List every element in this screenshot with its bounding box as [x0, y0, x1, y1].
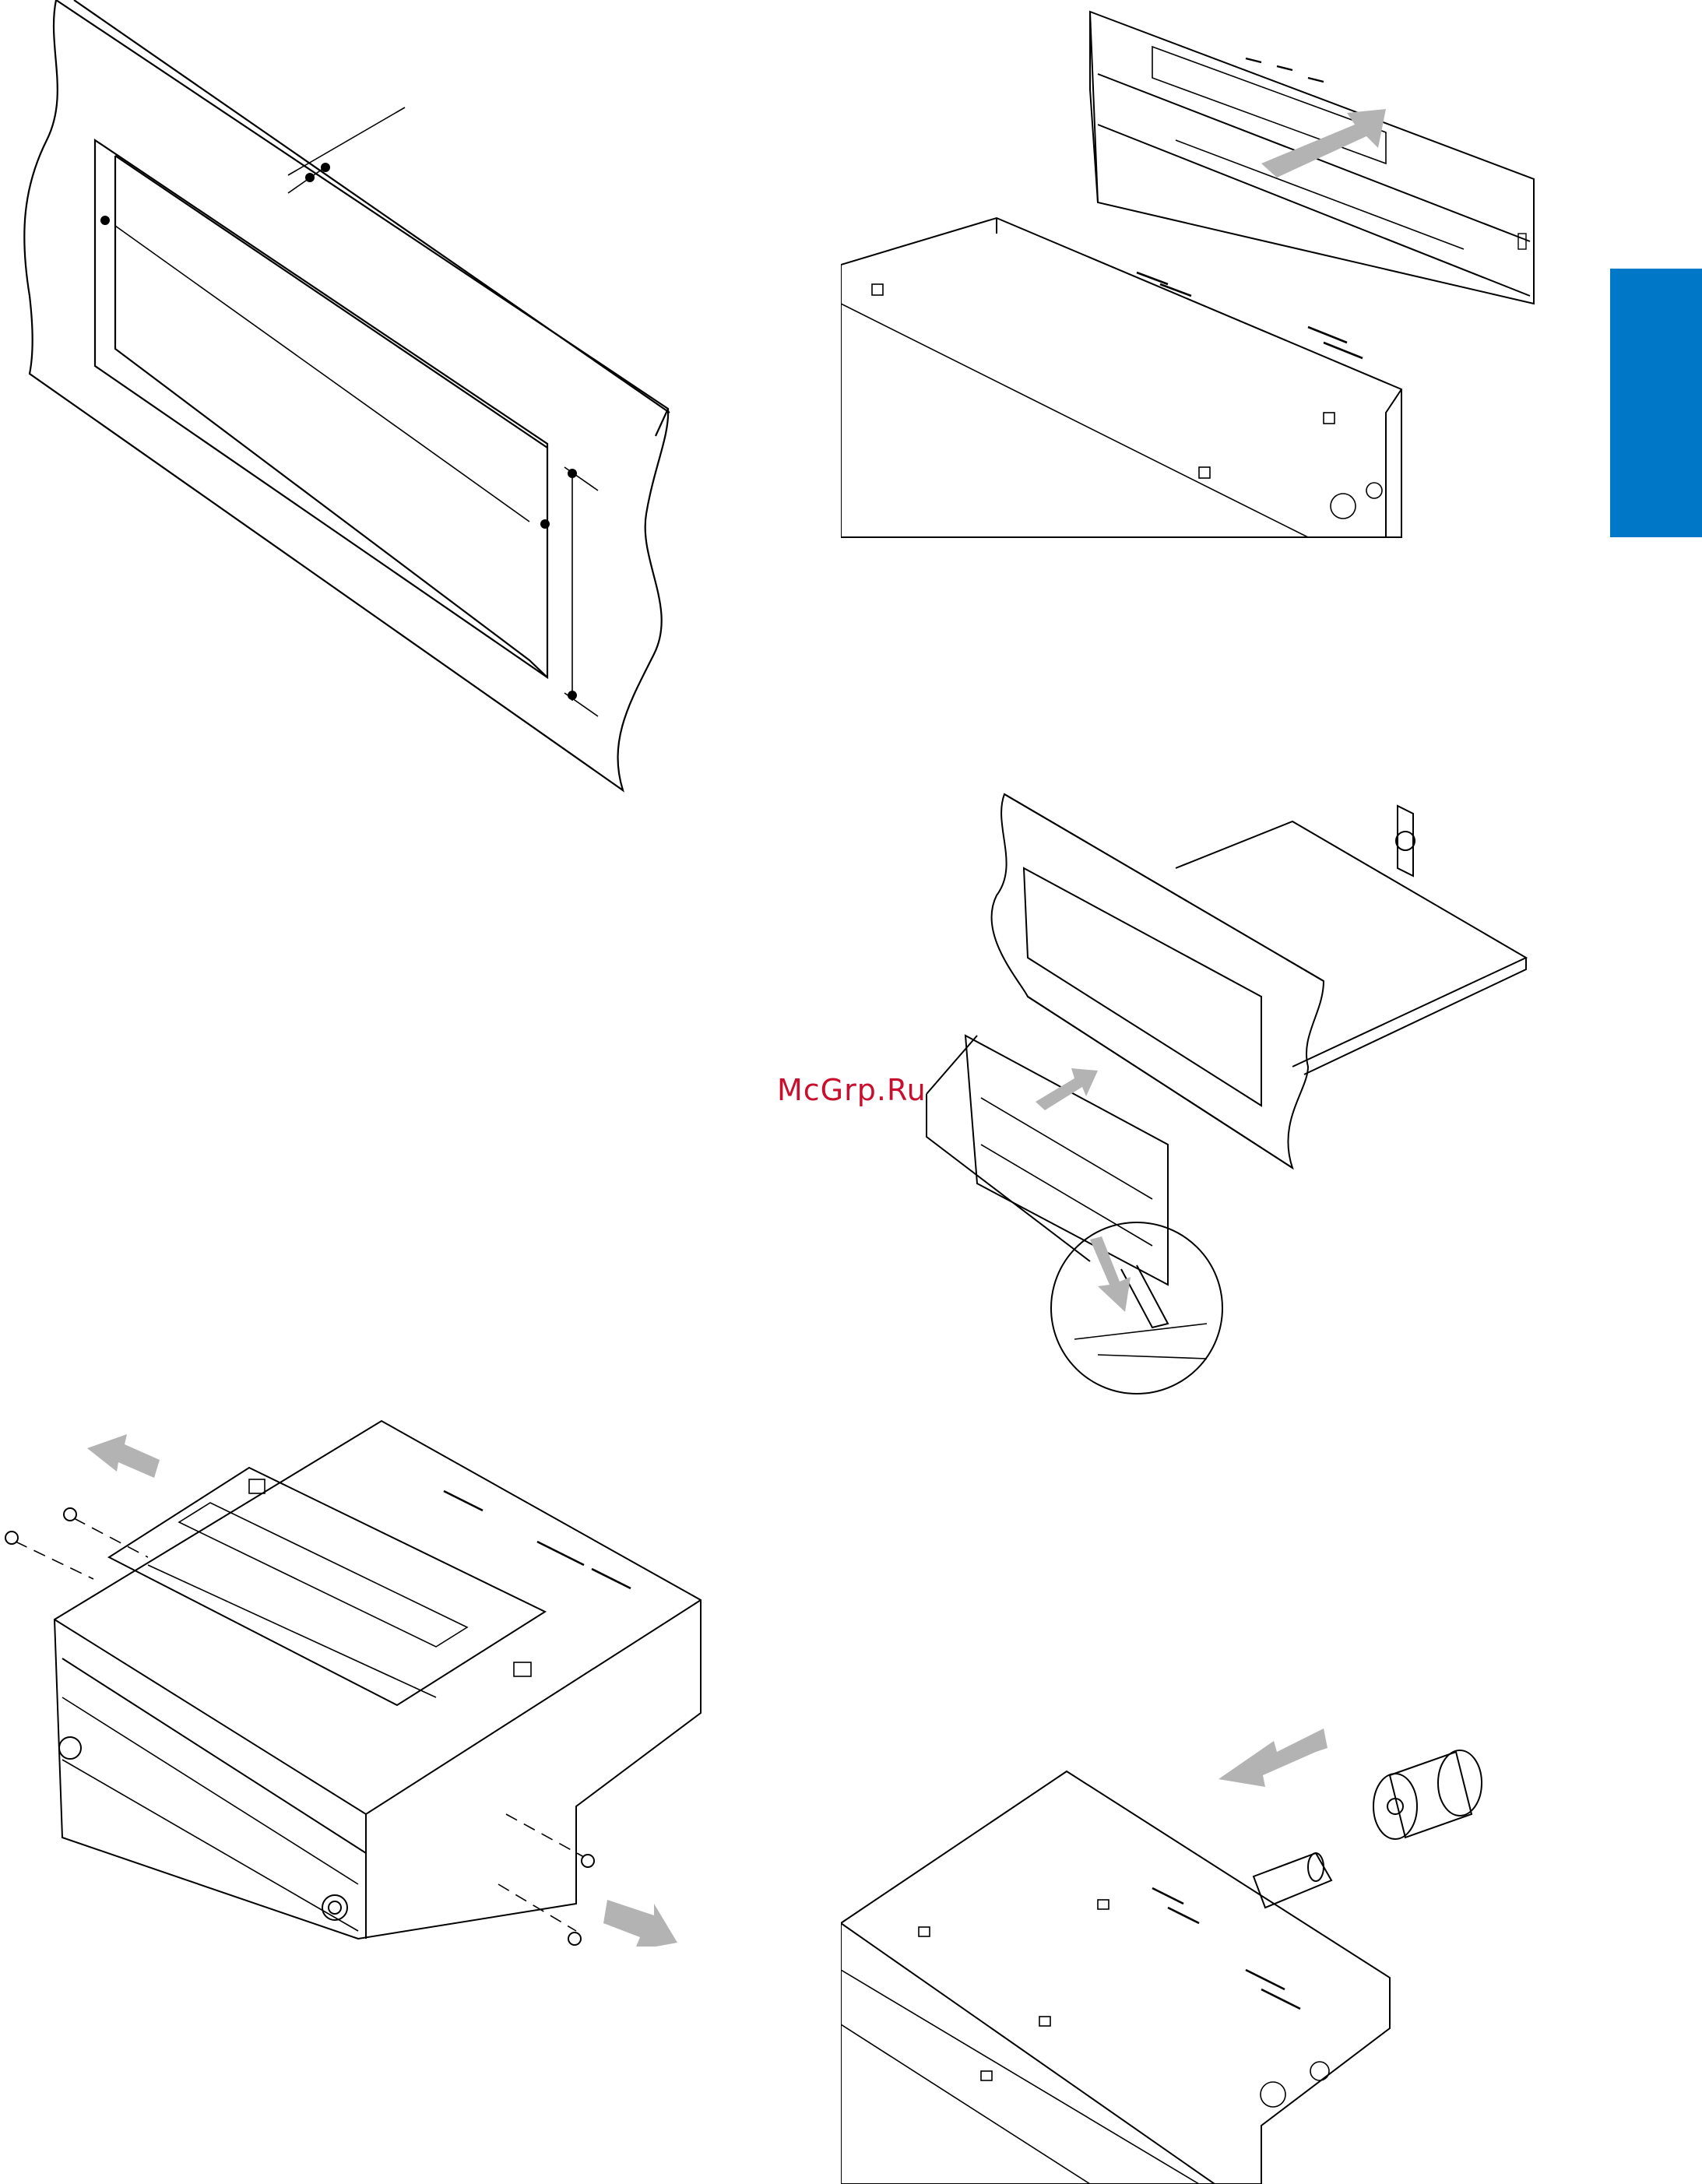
sleeve-into-dash-diagram-icon: [841, 779, 1542, 1433]
unit-screws-diagram-icon: [0, 1401, 716, 1947]
rear-bushing-diagram-icon: [841, 1721, 1542, 2184]
dashboard-opening-figure: [0, 0, 701, 810]
mounting-sleeve-slide-diagram-icon: [841, 0, 1557, 545]
section-tab: [1610, 269, 1702, 537]
watermark-text: McGrp.Ru: [777, 1073, 927, 1107]
dashboard-cutout-diagram-icon: [0, 0, 701, 810]
sleeve-insertion-figure: [841, 779, 1542, 1433]
sleeve-removal-figure: [841, 0, 1557, 545]
rubber-bushing-figure: [841, 1721, 1542, 2184]
screw-removal-figure: [0, 1401, 716, 1947]
